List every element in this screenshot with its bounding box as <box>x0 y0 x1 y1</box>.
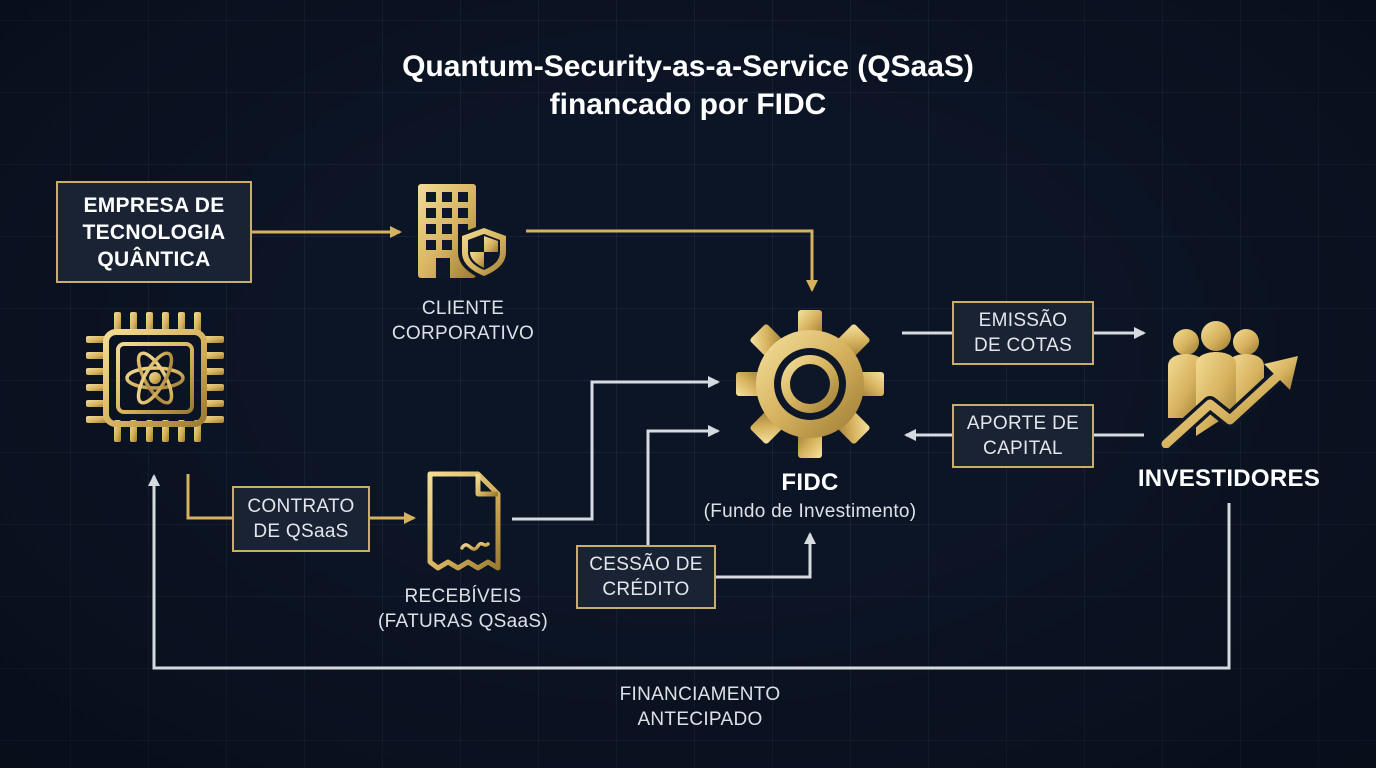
arrow-chip-to-contrato <box>186 474 232 520</box>
contrato-line-1: CONTRATO <box>247 496 355 517</box>
contrato-qsaas-box: CONTRATO DE QSaaS <box>232 486 370 552</box>
aporte-line-1: APORTE DE <box>966 413 1080 434</box>
empresa-line-2: TECNOLOGIA <box>82 220 226 244</box>
recebiveis-line-1: RECEBÍVEIS <box>404 586 522 607</box>
investors-growth-icon <box>1160 321 1298 448</box>
gear-icon <box>736 310 884 458</box>
aporte-capital-box: APORTE DE CAPITAL <box>952 404 1094 468</box>
cliente-line-1: CLIENTE <box>421 298 505 319</box>
arrow-cessao-to-fidc-upper <box>646 425 720 545</box>
recebiveis-label: RECEBÍVEIS (FATURAS QSaaS) <box>360 584 566 634</box>
page-title-line-2: financado por FIDC <box>549 88 827 121</box>
financiamento-antecipado-label: FINANCIAMENTO ANTECIPADO <box>570 682 830 732</box>
financiamento-line-2: ANTECIPADO <box>637 709 763 730</box>
empresa-line-3: QUÂNTICA <box>97 247 211 271</box>
building-shield-icon <box>418 184 510 280</box>
arrow-cessao-to-fidc-lower <box>716 532 816 579</box>
cessao-line-1: CESSÃO DE <box>589 554 703 575</box>
quantum-chip-icon <box>86 312 224 442</box>
aporte-line-2: CAPITAL <box>983 438 1063 459</box>
invoice-document-icon <box>427 471 501 571</box>
empresa-line-1: EMPRESA DE <box>83 193 225 217</box>
fidc-name: FIDC <box>781 469 839 496</box>
cliente-line-2: CORPORATIVO <box>391 323 535 344</box>
arrow-financiamento-loop <box>148 474 1231 670</box>
cliente-corporativo-label: CLIENTE CORPORATIVO <box>370 296 556 346</box>
page-title-line-1: Quantum-Security-as-a-Service (QSaaS) <box>402 50 974 83</box>
arrow-cliente-to-fidc <box>526 229 818 292</box>
contrato-line-2: DE QSaaS <box>253 521 349 542</box>
emissao-line-1: EMISSÃO <box>978 310 1068 331</box>
empresa-tecnologia-quantica-box: EMPRESA DE TECNOLOGIA QUÂNTICA <box>56 181 252 283</box>
arrow-recebiveis-to-fidc <box>512 376 720 521</box>
cessao-line-2: CRÉDITO <box>602 579 690 600</box>
financiamento-line-1: FINANCIAMENTO <box>619 684 781 705</box>
emissao-cotas-box: EMISSÃO DE COTAS <box>952 301 1094 365</box>
fidc-subtitle: (Fundo de Investimento) <box>703 501 917 522</box>
recebiveis-line-2: (FATURAS QSaaS) <box>378 611 548 632</box>
investidores-name: INVESTIDORES <box>1137 465 1321 492</box>
emissao-line-2: DE COTAS <box>973 335 1073 356</box>
cessao-credito-box: CESSÃO DE CRÉDITO <box>576 545 716 609</box>
